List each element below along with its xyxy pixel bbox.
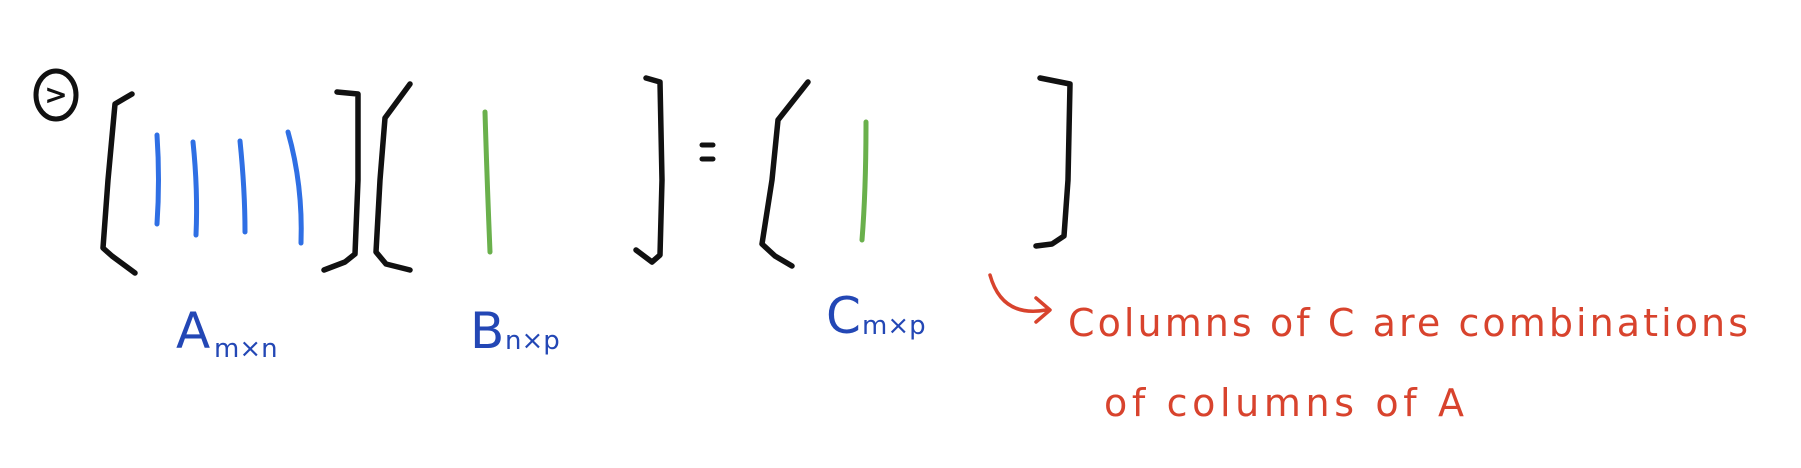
matrix-a-column-2 (190, 139, 200, 238)
curved-arrow-icon (988, 273, 1052, 324)
matrix-b (373, 75, 665, 273)
matrix-c-column (859, 119, 869, 243)
matrix-a-column-1 (154, 132, 161, 227)
matrix-c-label: C m×p (826, 287, 926, 345)
matrix-b-column (482, 109, 493, 255)
matrix-b-right-bracket (633, 75, 665, 265)
matrix-a-subscript: m×n (214, 334, 278, 364)
matrix-a-right-bracket (321, 89, 361, 273)
matrix-a-left-bracket (100, 91, 138, 276)
matrix-a-letter: A (176, 302, 210, 360)
matrix-c-right-bracket (1033, 75, 1073, 249)
matrix-b-letter: B (470, 302, 504, 360)
matrix-a-column-3 (237, 138, 248, 235)
matrix-c-subscript: m×p (862, 311, 926, 341)
matrix-c (759, 75, 1073, 269)
circled-marker-icon: > (33, 68, 79, 122)
matrix-b-left-bracket (373, 81, 413, 273)
matrix-b-label: B n×p (470, 302, 560, 360)
matrix-c-left-bracket (759, 79, 811, 269)
annotation-line-1: Columns of C are combinations (1068, 301, 1748, 345)
equals-sign (699, 142, 716, 162)
matrix-a-label: A m×n (176, 302, 278, 364)
matrix-b-subscript: n×p (505, 326, 560, 356)
annotation-line-2: of columns of A (1104, 381, 1464, 425)
matrix-a-column-4 (285, 129, 304, 246)
matrix-c-letter: C (826, 287, 861, 345)
matrix-a (100, 89, 361, 276)
step-marker-text: > (44, 78, 67, 111)
